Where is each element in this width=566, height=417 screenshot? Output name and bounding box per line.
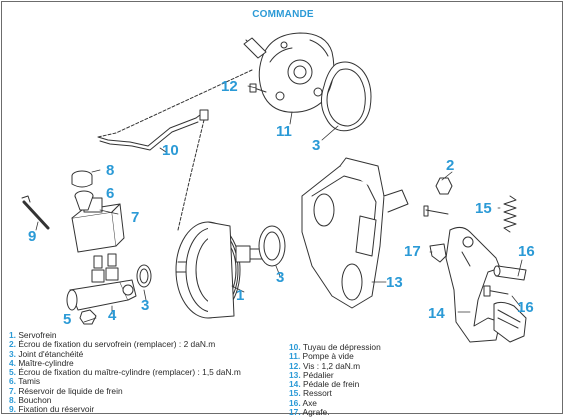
legend-item: 13. Pédalier — [289, 369, 334, 380]
legend-item: 17. Agrafe. — [289, 407, 330, 417]
nut-2-drawing — [435, 177, 453, 195]
clip-17-drawing — [429, 243, 447, 263]
legend-item: 3. Joint d'étanchéité — [9, 348, 84, 359]
callout-1: 1 — [236, 287, 244, 304]
callout-13: 13 — [386, 274, 403, 291]
callout-15: 15 — [475, 200, 492, 217]
callout-17: 17 — [404, 243, 421, 260]
booster-seal-drawing — [258, 225, 286, 267]
legend-item: 7. Réservoir de liquide de frein — [9, 385, 123, 396]
legend-right: 10. Tuyau de dépression 11. Pompe à vide… — [289, 342, 381, 417]
spring-15-drawing — [503, 195, 517, 233]
vacuum-pump-drawing — [243, 32, 335, 113]
callout-16-lower: 16 — [517, 299, 534, 316]
legend-left: 1. Servofrein 2. Écrou de fixation du se… — [9, 330, 241, 415]
callout-9: 9 — [28, 228, 36, 245]
pin-16-upper-drawing — [493, 265, 527, 281]
leader-lines — [35, 85, 523, 323]
callout-12: 12 — [221, 78, 238, 95]
mc-seal-drawing — [136, 264, 152, 288]
callout-2: 2 — [446, 157, 454, 174]
diagram-title: COMMANDE — [252, 9, 314, 20]
legend-item: 11. Pompe à vide — [289, 351, 354, 362]
callout-11: 11 — [276, 123, 292, 140]
callout-3-master: 3 — [141, 297, 149, 314]
cap-8-drawing — [71, 170, 93, 188]
fastener-9-drawing — [21, 195, 50, 230]
legend-item: 4. Maître-cylindre — [9, 357, 74, 368]
callout-3-pump: 3 — [312, 137, 320, 154]
legend-item: 10. Tuyau de dépression — [289, 342, 381, 352]
callout-5: 5 — [63, 311, 71, 328]
pump-seal-drawing — [320, 61, 372, 132]
legend-item: 12. Vis : 1,2 daN.m — [289, 360, 361, 371]
legend-item: 14. Pédale de frein — [289, 379, 360, 390]
vacuum-hose-drawing — [97, 69, 253, 231]
legend-item: 9. Fixation du réservoir — [9, 404, 95, 415]
legend-item: 1. Servofrein — [9, 330, 57, 340]
reservoir-drawing — [71, 197, 125, 253]
callout-7: 7 — [131, 209, 139, 226]
filter-6-drawing — [74, 190, 94, 211]
brake-pedal-drawing — [445, 226, 527, 343]
callout-8: 8 — [106, 162, 114, 179]
callout-16-upper: 16 — [518, 243, 535, 260]
legend-item: 16. Axe — [289, 397, 317, 408]
callout-4: 4 — [108, 307, 117, 324]
callout-10: 10 — [162, 142, 179, 159]
callout-6: 6 — [106, 185, 114, 202]
pedal-bolt-drawing — [423, 205, 449, 217]
brake-booster-drawing — [175, 221, 277, 319]
legend-item: 5. Écrou de fixation du maître-cylindre … — [9, 367, 241, 378]
legend-item: 8. Bouchon — [9, 395, 52, 406]
callout-14: 14 — [428, 305, 445, 322]
callout-3-booster: 3 — [276, 269, 284, 286]
legend-item: 6. Tamis — [9, 376, 41, 387]
legend-item: 15. Ressort — [289, 388, 332, 399]
master-cylinder-drawing — [66, 253, 137, 311]
legend-item: 2. Écrou de fixation du servofrein (remp… — [9, 339, 216, 350]
pin-16-lower-drawing — [483, 285, 509, 297]
pedal-box-drawing — [301, 157, 409, 309]
nut-5-drawing — [79, 309, 97, 325]
